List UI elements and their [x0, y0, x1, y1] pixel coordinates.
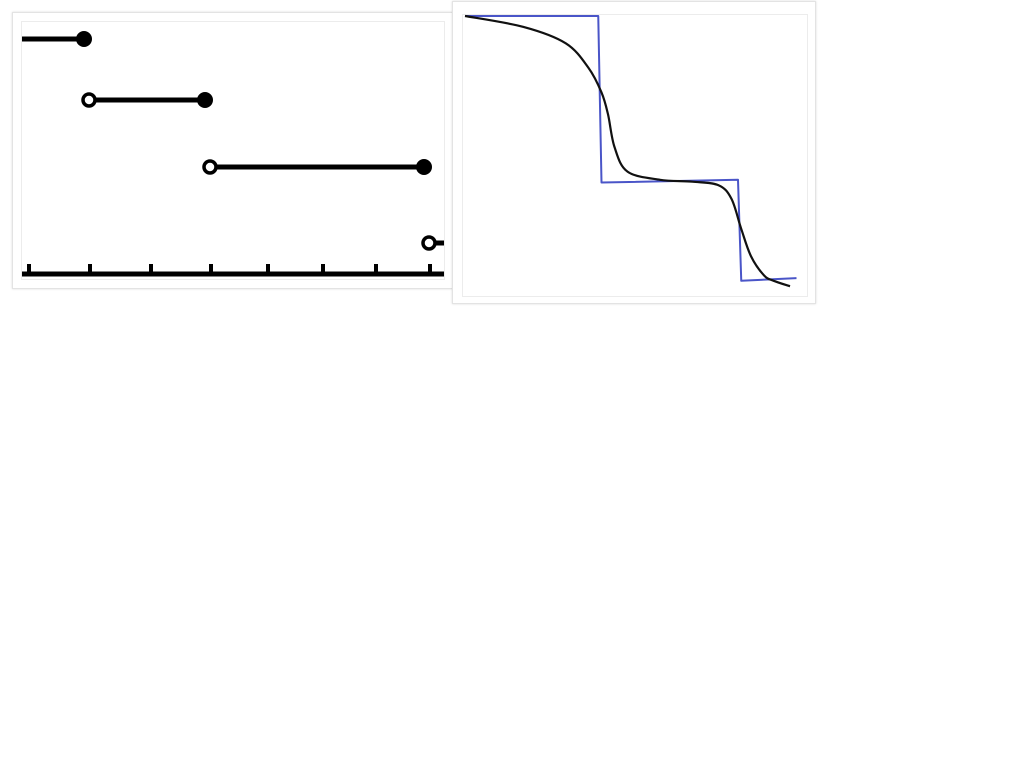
step-3-start-point — [202, 159, 218, 175]
chart-frame — [462, 14, 808, 297]
step-1-end-point — [76, 31, 92, 47]
chart-frame — [21, 21, 445, 280]
step-curve-line — [465, 15, 797, 282]
step-2-end-point — [197, 92, 213, 108]
step-2-start-point — [81, 92, 97, 108]
step-function-chart-panel — [12, 12, 453, 289]
smooth-curve-line — [464, 14, 791, 288]
step-3-end-point — [416, 159, 432, 175]
step-4-start-point — [421, 235, 437, 251]
curve-fit-chart — [464, 14, 797, 288]
step-function-chart — [22, 31, 444, 277]
curve-fit-chart-panel — [452, 1, 816, 304]
